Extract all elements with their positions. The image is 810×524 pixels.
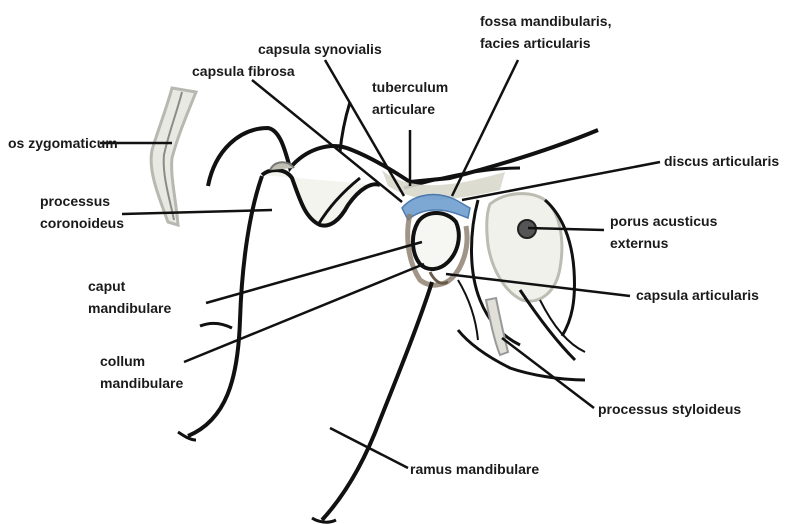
zygomatic-bone-shape <box>151 88 196 225</box>
zygomatic-arch-outline <box>208 128 598 186</box>
label-line: articulare <box>372 98 448 120</box>
label-line: processus <box>40 190 124 212</box>
label-line: ramus mandibulare <box>410 458 539 480</box>
mandible-posterior-border <box>322 282 432 520</box>
ear-region-outline <box>487 194 562 301</box>
label-tuberculum-articulare: tuberculum articulare <box>372 76 448 120</box>
label-ramus-mandibulare: ramus mandibulare <box>410 458 539 480</box>
leader-processus-coronoideus <box>122 210 272 214</box>
leader-caput-mandibulare <box>206 242 422 303</box>
label-capsula-synovialis: capsula synovialis <box>258 38 382 60</box>
label-line: capsula fibrosa <box>192 60 295 82</box>
label-collum-mandibulare: collum mandibulare <box>100 350 183 394</box>
label-os-zygomaticum: os zygomaticum <box>8 132 118 154</box>
label-discus-articularis: discus articularis <box>664 150 779 172</box>
label-capsula-articularis: capsula articularis <box>636 284 759 306</box>
label-line: collum <box>100 350 183 372</box>
label-line: capsula synovialis <box>258 38 382 60</box>
label-line: os zygomaticum <box>8 132 118 154</box>
label-line: mandibulare <box>88 297 171 319</box>
leader-fossa-mandibularis <box>452 60 518 196</box>
coronoid-process-outline <box>262 170 380 226</box>
styloid-process <box>486 298 508 355</box>
mandible-anterior-border <box>188 176 262 436</box>
label-line: facies articularis <box>480 32 611 54</box>
label-processus-coronoideus: processus coronoideus <box>40 190 124 234</box>
label-line: porus acusticus <box>610 210 717 232</box>
leader-collum-mandibulare <box>184 264 424 362</box>
label-fossa-mandibularis: fossa mandibularis, facies articularis <box>480 10 611 54</box>
label-line: mandibulare <box>100 372 183 394</box>
label-line: fossa mandibularis, <box>480 10 611 32</box>
label-line: discus articularis <box>664 150 779 172</box>
label-caput-mandibulare: caput mandibulare <box>88 275 171 319</box>
label-line: capsula articularis <box>636 284 759 306</box>
label-line: processus styloideus <box>598 398 741 420</box>
label-porus-acusticus-externus: porus acusticus externus <box>610 210 717 254</box>
label-line: caput <box>88 275 171 297</box>
label-line: externus <box>610 232 717 254</box>
label-processus-styloideus: processus styloideus <box>598 398 741 420</box>
label-capsula-fibrosa: capsula fibrosa <box>192 60 295 82</box>
leader-ramus-mandibulare <box>330 428 408 468</box>
label-line: tuberculum <box>372 76 448 98</box>
label-line: coronoideus <box>40 212 124 234</box>
mandibular-condyle <box>413 213 459 269</box>
